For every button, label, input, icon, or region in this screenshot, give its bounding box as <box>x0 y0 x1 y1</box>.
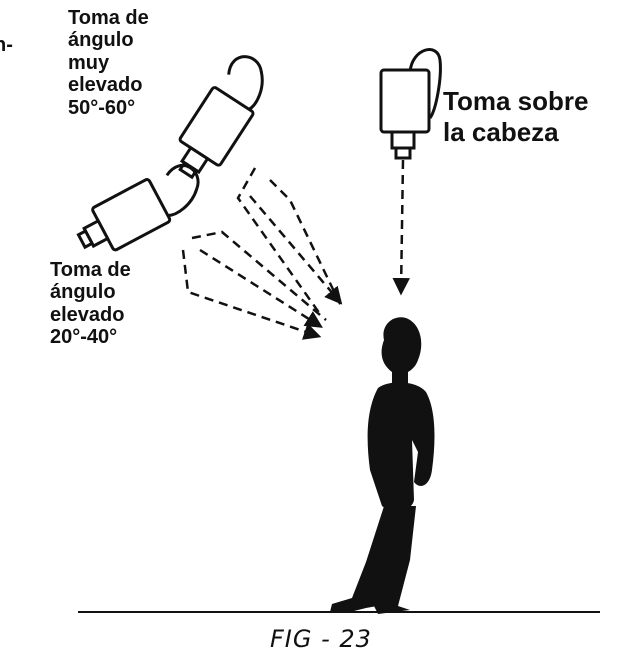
figure-caption: FIG - 23 <box>270 625 372 653</box>
overhead-shot-label: Toma sobre la cabeza <box>443 86 589 147</box>
high-angle-camera-icon <box>76 163 200 252</box>
very-high-angle-label: Toma de ángulo muy elevado 50°-60° <box>68 7 149 119</box>
overhead-beam <box>392 159 410 296</box>
high-angle-beam <box>181 230 327 340</box>
cut-off-label-fragment: n- <box>0 34 13 56</box>
overhead-camera-icon <box>379 48 442 160</box>
person-silhouette <box>330 317 435 614</box>
high-angle-label: Toma de ángulo elevado 20°-40° <box>50 259 131 349</box>
very-high-angle-beam <box>236 167 344 315</box>
